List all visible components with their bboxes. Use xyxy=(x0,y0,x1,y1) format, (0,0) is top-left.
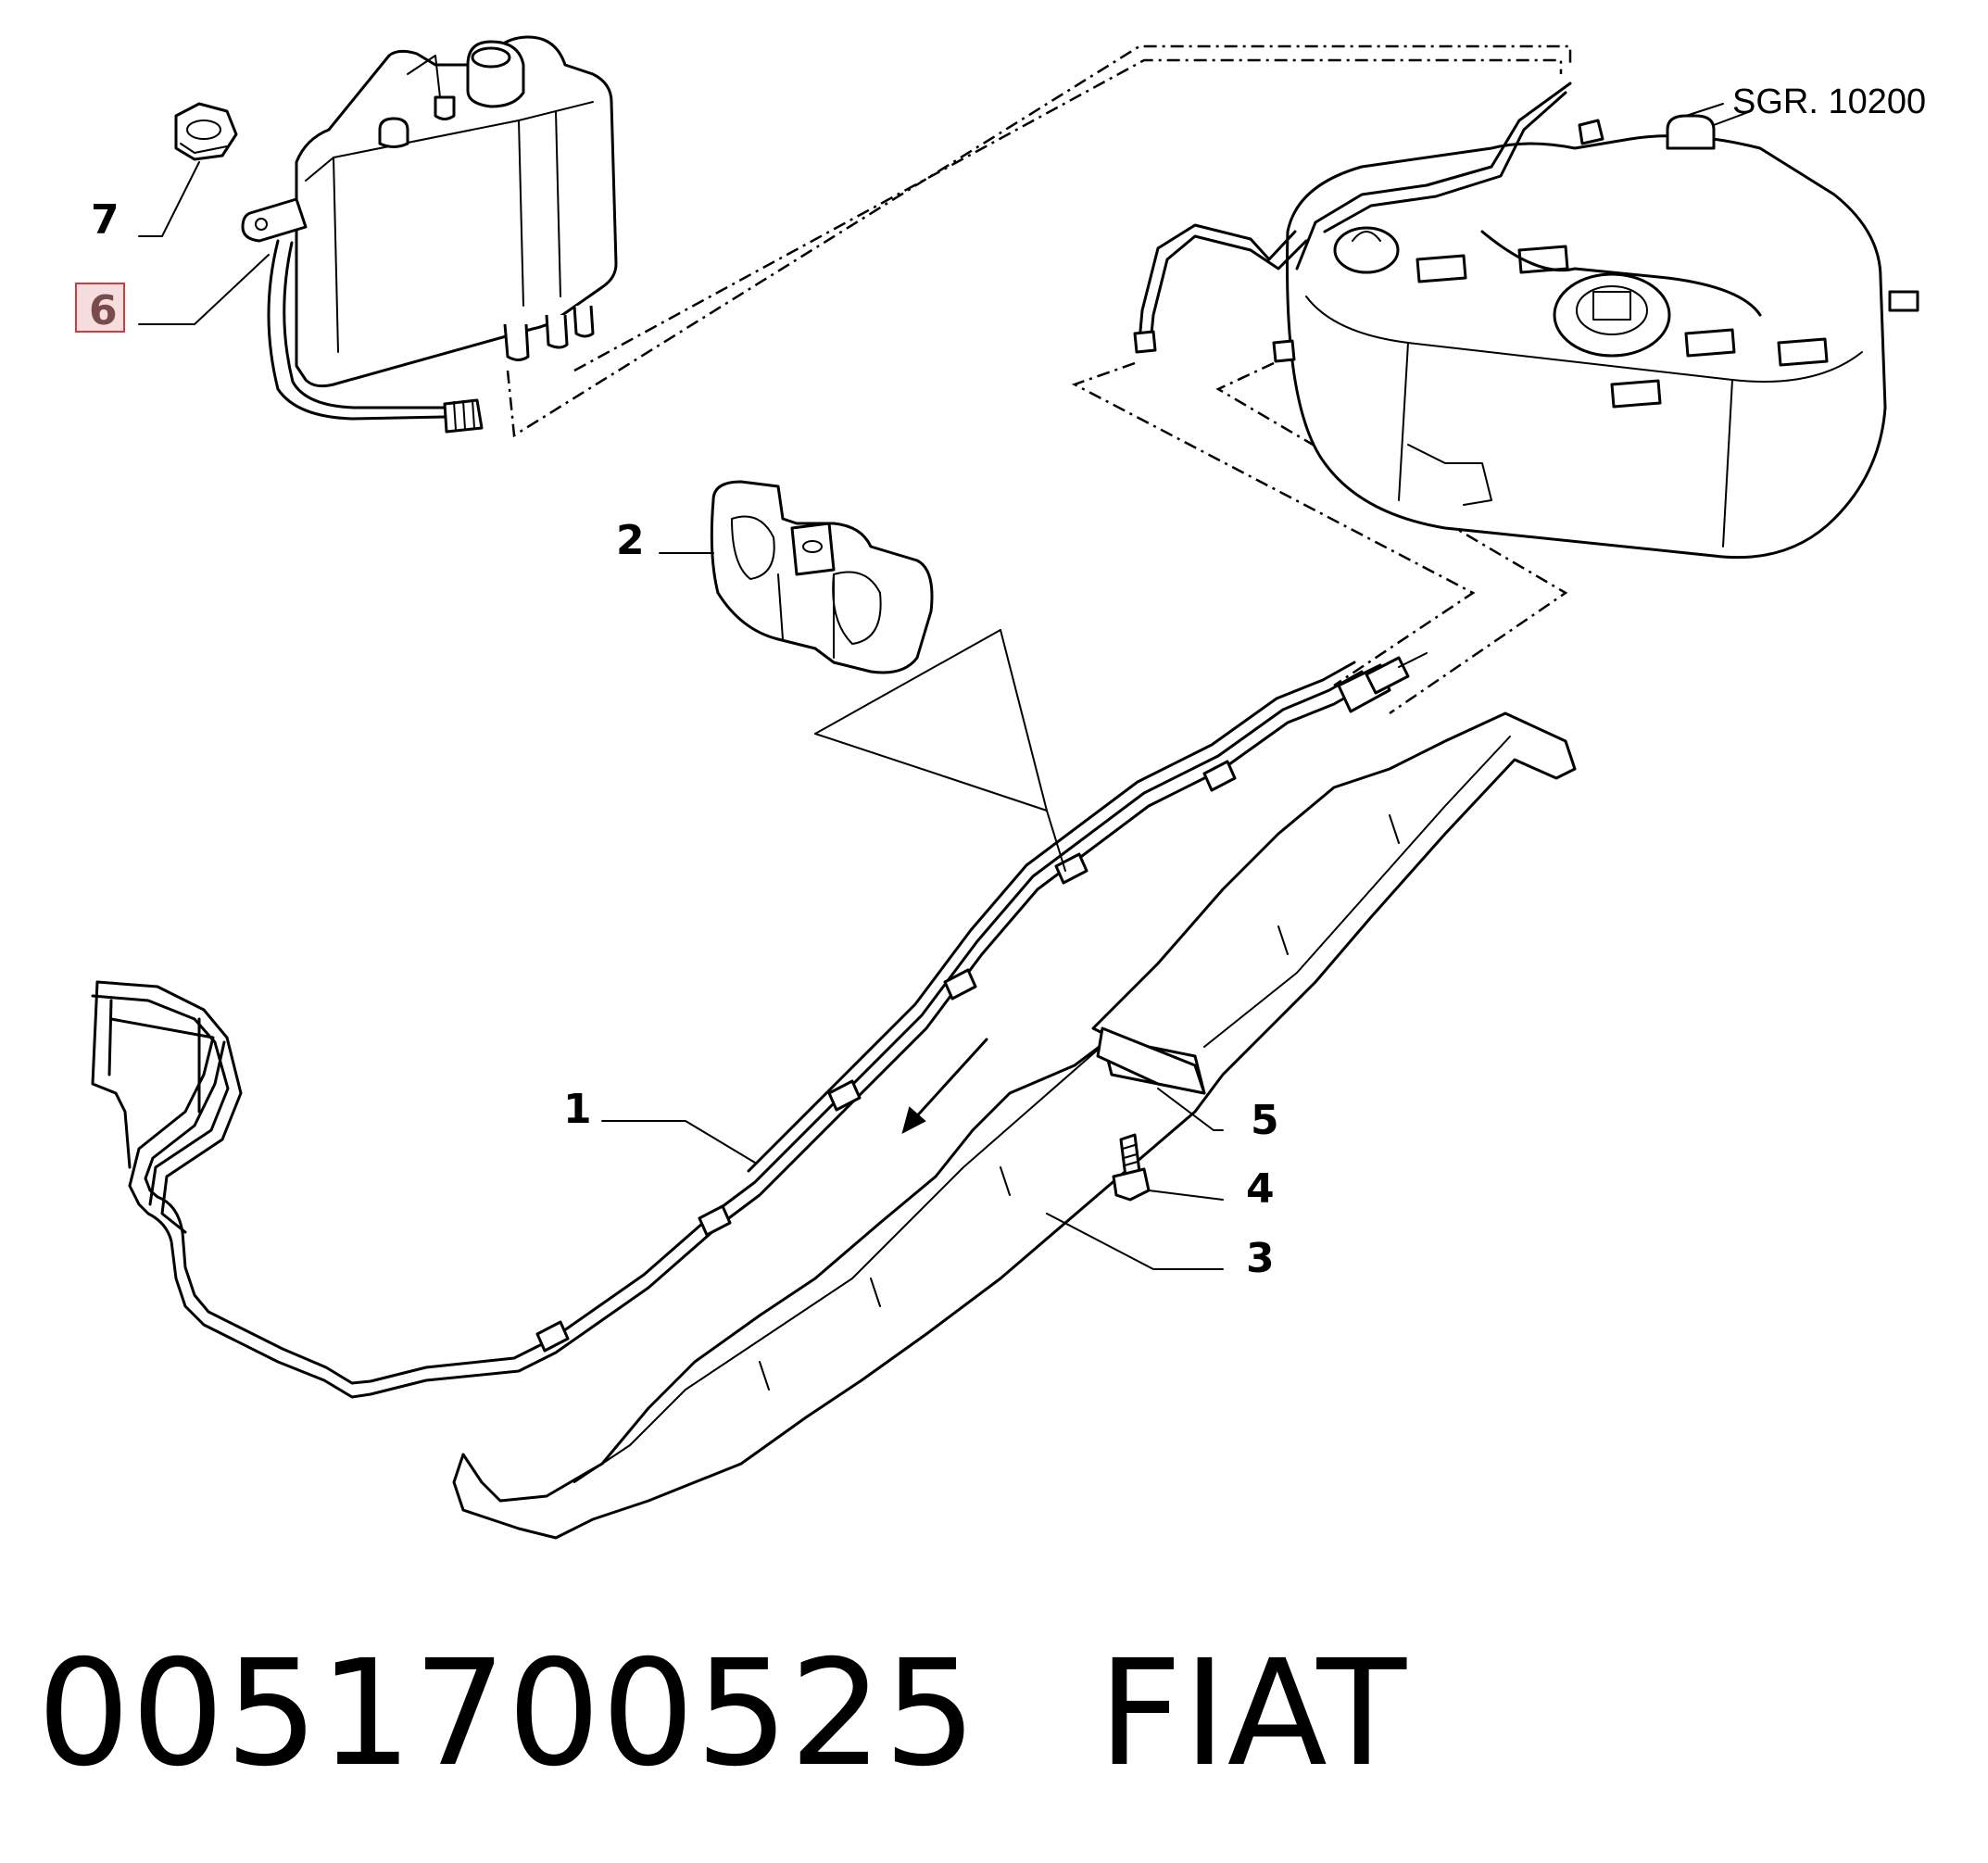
callout-1: 1 xyxy=(563,1086,592,1133)
canister-part xyxy=(241,35,618,388)
canister-hose xyxy=(267,239,484,434)
callout-labels: 7 6 2 1 5 4 3 SGR. 10200 xyxy=(75,82,1926,1282)
fuel-tank xyxy=(1133,82,1919,560)
brand-name: FIAT xyxy=(1098,1629,1408,1799)
clip-part xyxy=(710,480,934,674)
leader-lines xyxy=(138,103,1724,1270)
callout-6-highlight xyxy=(75,283,125,333)
direction-arrow xyxy=(901,1038,988,1134)
fuel-line-part xyxy=(91,652,1428,1399)
callout-7: 7 xyxy=(91,196,120,244)
callout-6: 6 xyxy=(89,287,118,334)
part-number: 0051700525 xyxy=(37,1629,978,1799)
callout-3: 3 xyxy=(1246,1235,1275,1282)
callout-4: 4 xyxy=(1246,1165,1275,1213)
shield-part xyxy=(452,711,1577,1540)
nut-part xyxy=(174,102,238,161)
bolt-part xyxy=(1112,1133,1151,1202)
callout-5: 5 xyxy=(1251,1097,1279,1144)
bracket-part xyxy=(1096,1026,1206,1095)
callout-2: 2 xyxy=(616,517,645,564)
footer-caption: 0051700525 FIAT xyxy=(37,1629,1408,1799)
reference-label: SGR. 10200 xyxy=(1732,82,1926,121)
